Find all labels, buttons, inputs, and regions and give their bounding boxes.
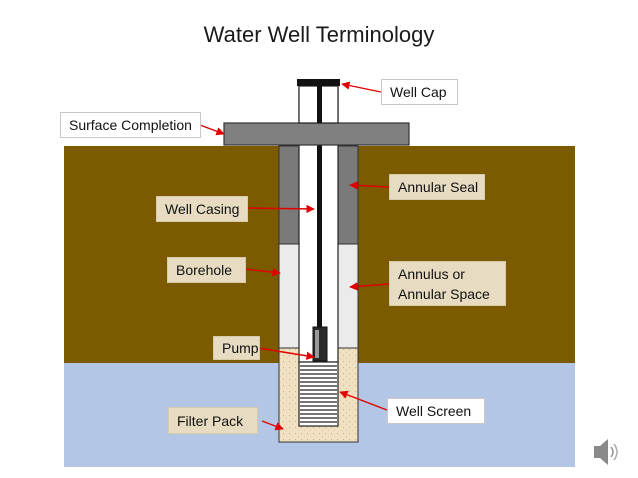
arrow-well-cap [341,81,382,93]
arrow-well-casing [245,204,315,214]
label-annular-seal: Annular Seal [389,174,485,200]
label-pump: Pump [213,336,260,360]
drop-pipe-top [317,86,322,123]
drop-pipe [317,86,322,328]
callout-arrows [199,81,390,431]
well-screen-slots [300,365,337,423]
label-filter-pack: Filter Pack [168,407,258,434]
arrow-pump [257,347,315,360]
label-annulus-line1: Annulus or [398,265,465,282]
arrow-borehole [244,267,281,277]
label-annulus-line2: Annular Space [398,285,490,302]
arrow-filter-pack [261,420,284,431]
arrow-annulus [349,282,390,291]
label-borehole: Borehole [167,257,246,283]
page-title: Water Well Terminology [203,22,435,47]
label-annulus: Annulus or Annular Space [389,261,506,306]
label-well-casing: Well Casing [156,196,248,222]
label-surface-completion: Surface Completion [60,112,201,138]
arrow-annular-seal [349,181,390,190]
label-well-cap: Well Cap [381,79,458,105]
label-well-screen: Well Screen [387,398,485,424]
arrow-well-screen [339,390,388,411]
well-cap [297,79,340,86]
speaker-icon[interactable] [594,439,618,465]
arrow-surface-completion [199,124,225,136]
pump-highlight [315,330,319,358]
surface-completion-slab [223,122,410,146]
